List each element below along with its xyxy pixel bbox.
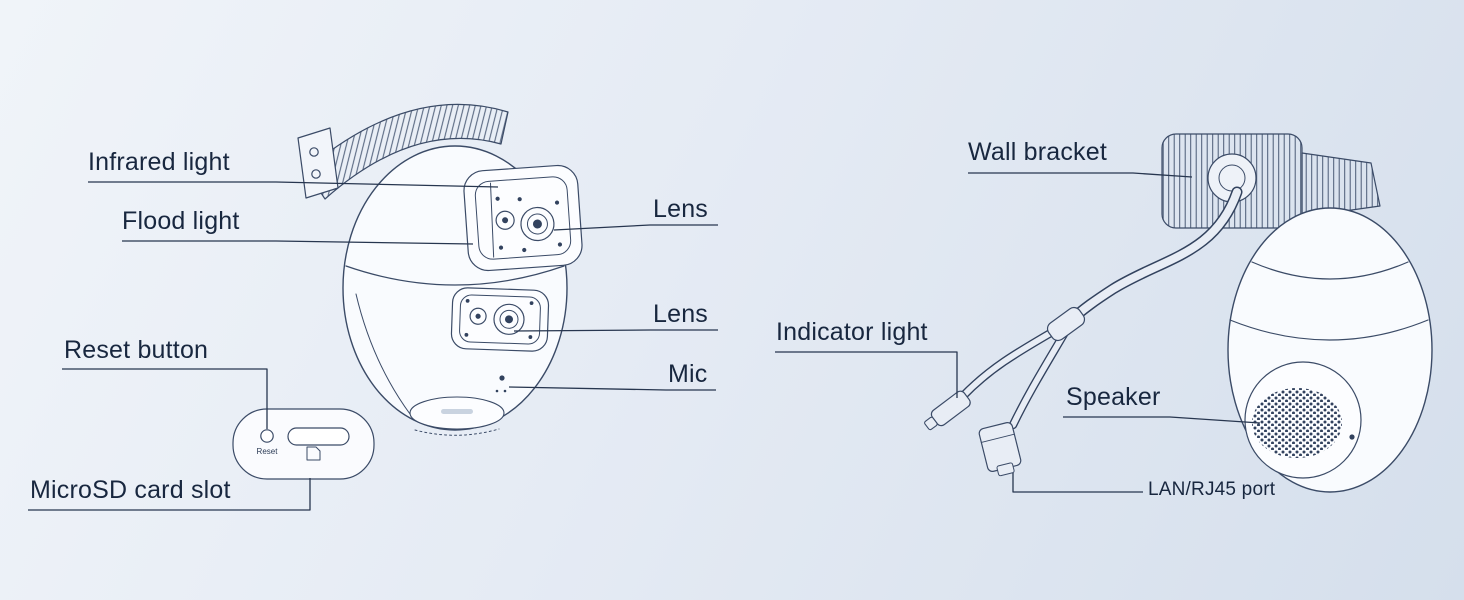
label-reset-button: Reset button bbox=[64, 336, 209, 364]
reset-panel-illustration bbox=[232, 408, 375, 480]
label-lan-rj45-port: LAN/RJ45 port bbox=[1148, 479, 1276, 500]
leader-lens-top bbox=[553, 224, 718, 231]
wall-bracket-illustration bbox=[1161, 133, 1381, 229]
lens-top-glass bbox=[520, 206, 555, 242]
label-indicator-light: Indicator light bbox=[776, 318, 928, 346]
label-wall-bracket: Wall bracket bbox=[968, 138, 1108, 166]
caption-reset: Reset bbox=[256, 447, 278, 456]
leader-mic bbox=[508, 386, 716, 391]
leader-reset-button bbox=[62, 368, 268, 429]
front-view-illustration bbox=[232, 103, 583, 480]
sd-card-icon bbox=[306, 446, 321, 461]
leader-indicator-light bbox=[775, 351, 958, 398]
front-mount-strap bbox=[297, 103, 509, 200]
lens-bottom-glass bbox=[493, 303, 525, 335]
infrared-led-dots bbox=[495, 196, 563, 253]
label-lens-bottom: Lens bbox=[653, 300, 709, 328]
label-flood-light: Flood light bbox=[122, 207, 240, 235]
lan-rj45-connector bbox=[978, 422, 1022, 477]
leader-flood-light bbox=[122, 240, 474, 245]
cable-illustration bbox=[924, 186, 1243, 477]
mic-holes bbox=[495, 375, 507, 393]
reset-button-shape bbox=[260, 429, 274, 443]
label-mic: Mic bbox=[668, 360, 708, 388]
rear-camera-body bbox=[1227, 207, 1433, 493]
leader-lan-port bbox=[1012, 473, 1143, 493]
label-speaker: Speaker bbox=[1066, 383, 1161, 411]
rear-leader-lines bbox=[775, 172, 1261, 493]
front-lower-lens-module bbox=[450, 287, 550, 352]
label-lens-top: Lens bbox=[653, 195, 709, 223]
leader-lens-bottom bbox=[513, 329, 718, 332]
speaker-grille bbox=[1252, 388, 1342, 458]
leader-microsd-slot bbox=[28, 478, 311, 511]
front-upper-lens-module bbox=[463, 164, 583, 272]
label-microsd-card-slot: MicroSD card slot bbox=[30, 476, 231, 504]
rear-view-illustration bbox=[924, 133, 1433, 493]
microsd-slot-shape bbox=[287, 427, 350, 446]
leader-speaker bbox=[1063, 416, 1261, 424]
cable-ferrule bbox=[1046, 306, 1086, 342]
leader-infrared-light bbox=[88, 181, 499, 188]
indicator-light-connector bbox=[924, 390, 971, 431]
label-infrared-light: Infrared light bbox=[88, 148, 230, 176]
front-leader-lines bbox=[28, 181, 718, 511]
flood-light-strip bbox=[489, 182, 495, 258]
leader-wall-bracket bbox=[968, 172, 1193, 178]
